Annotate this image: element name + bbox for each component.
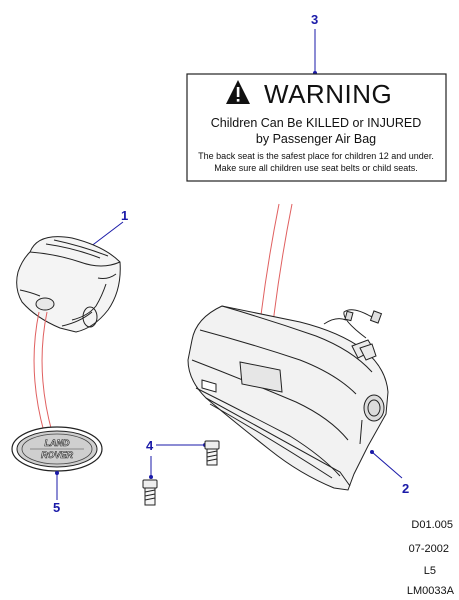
callout-1-leader xyxy=(89,221,124,248)
warning-label: WARNING Children Can Be KILLED or INJURE… xyxy=(186,73,447,182)
warning-line-3: The back seat is the safest place for ch… xyxy=(198,151,434,161)
callout-4: 4 xyxy=(146,438,154,453)
warning-triangle-icon xyxy=(226,80,250,104)
passenger-airbag-module xyxy=(187,305,389,491)
callout-1: 1 xyxy=(121,208,128,223)
screw-lower xyxy=(142,479,158,506)
warning-line-4: Make sure all children use seat belts or… xyxy=(214,163,418,173)
callout-4-dot-b xyxy=(149,475,153,479)
warning-line-1: Children Can Be KILLED or INJURED xyxy=(211,116,422,130)
steering-airbag-cover xyxy=(16,236,121,333)
callout-5: 5 xyxy=(53,500,60,515)
land-rover-badge: LAND ROVER xyxy=(11,426,103,472)
badge-text-land: LAND xyxy=(45,438,70,448)
callout-2-leader xyxy=(371,451,403,479)
reference-code: D01.005 xyxy=(411,519,453,531)
reference-block: D01.005 07-2002 L5 LM0033A xyxy=(407,519,455,597)
badge-leader-red xyxy=(33,311,53,433)
screw-upper xyxy=(204,440,220,466)
warning-line-2: by Passenger Air Bag xyxy=(256,132,376,146)
reference-date: 07-2002 xyxy=(409,543,449,555)
callout-2-dot xyxy=(370,450,374,454)
callout-3: 3 xyxy=(311,12,318,27)
reference-level: L5 xyxy=(424,565,436,577)
reference-drawing: LM0033A xyxy=(407,585,455,597)
warning-title: WARNING xyxy=(264,79,392,109)
callout-5-dot xyxy=(55,471,59,475)
callout-2: 2 xyxy=(402,481,409,496)
badge-text-rover: ROVER xyxy=(41,450,74,460)
